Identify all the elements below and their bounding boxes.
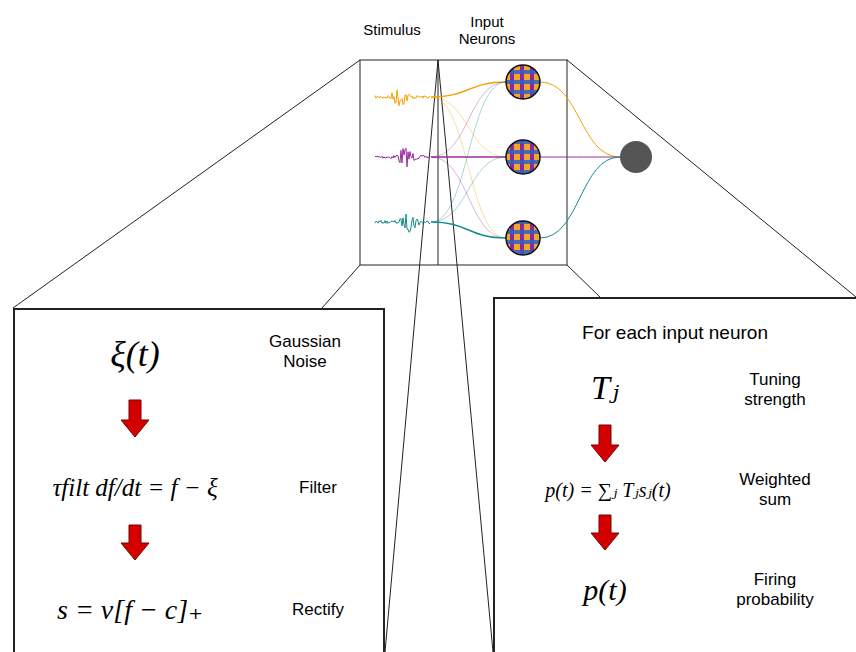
synapse-wire [540, 157, 620, 158]
input-neuron [506, 65, 540, 99]
synapse-wire [431, 157, 506, 238]
synapse-wire [431, 97, 506, 157]
equation-text: ξ(t) [35, 334, 235, 375]
stimulus-trace [375, 90, 430, 106]
flow-arrow [591, 425, 619, 462]
step-label: Rectify [268, 600, 368, 620]
stimulus-trace [375, 214, 430, 232]
input-neuron [506, 221, 540, 255]
zoom-line [385, 60, 438, 652]
equation-text: s = ν[f − c]₊ [15, 594, 245, 626]
step-label: Tuning strength [725, 370, 825, 409]
step-label: Gaussian Noise [255, 332, 355, 371]
step-label: Firing probability [725, 570, 825, 609]
step-label: Filter [268, 478, 368, 498]
step-label: Weighted sum [725, 470, 825, 509]
synapse-wire [431, 222, 506, 238]
synapse-wire [431, 82, 506, 222]
zoom-panel: For each input neuronTⱼ Tuning strength p(… [493, 297, 856, 652]
flow-arrow [121, 400, 149, 437]
flow-arrow [121, 525, 149, 560]
zoom-lines [13, 60, 856, 652]
column-heading: Stimulus [352, 21, 432, 38]
zoom-frame [360, 60, 567, 265]
stimulus-trace [375, 148, 430, 167]
zoom-line [322, 265, 360, 308]
synapse-wire [431, 157, 506, 222]
synapse-wire [540, 157, 620, 238]
zoom-panel: ξ(t) Gaussian Noise τfilt df/dt = f − ξ Fil… [13, 308, 385, 652]
equation-text: p(t) [545, 573, 665, 608]
zoom-line [438, 60, 439, 265]
equation-text: p(t) = ∑ⱼ Tⱼsⱼ(t) [508, 479, 708, 502]
zoom-line [13, 60, 360, 308]
flow-arrow [591, 515, 619, 550]
zoom-line [567, 60, 856, 297]
input-neuron [506, 140, 540, 174]
step-label: For each input neuron [545, 322, 805, 344]
synapse-wire [431, 82, 506, 157]
synapse-wire [431, 156, 506, 157]
equation-text: τfilt df/dt = f − ξ [10, 474, 260, 503]
zoom-line [567, 265, 600, 297]
output-neuron [620, 141, 652, 173]
column-heading: Input Neurons [452, 13, 522, 48]
synapse-wire [540, 82, 620, 157]
equation-text: Tⱼ [545, 368, 665, 407]
